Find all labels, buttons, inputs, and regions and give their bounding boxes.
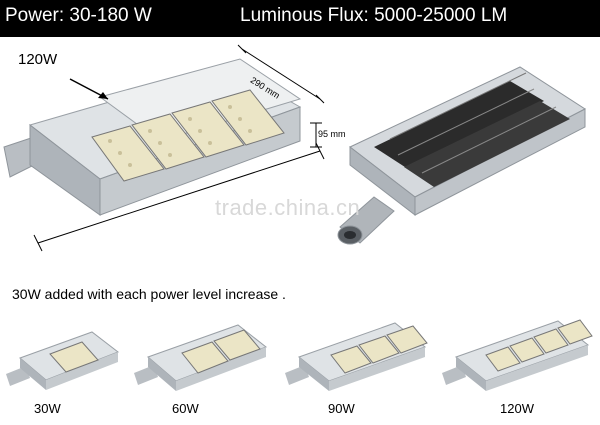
height-dimension-label: 95 mm (318, 129, 346, 139)
variant-120w-image (442, 319, 593, 391)
hero-lamp-back-image (337, 66, 586, 245)
luminous-flux-text: Luminous Flux: 5000-25000 LM (240, 5, 508, 26)
product-stage: 120W 290 mm 95 mm trade.china.cn 30W add… (0, 37, 600, 425)
variant-90w-label: 90W (328, 401, 355, 416)
power-range-text: Power: 30-180 W (5, 5, 152, 26)
variant-60w-image (134, 324, 268, 391)
variant-120w-label: 120W (500, 401, 534, 416)
led-modules (91, 89, 285, 182)
power-increase-caption: 30W added with each power level increase… (12, 286, 286, 302)
variant-60w-label: 60W (172, 401, 199, 416)
variant-30w-image (6, 331, 120, 390)
hero-wattage-label: 120W (18, 51, 58, 68)
variant-30w-label: 30W (34, 401, 61, 416)
heatsink-fins (374, 72, 570, 187)
watermark-text: trade.china.cn (215, 195, 361, 220)
header-banner: Power: 30-180 W Luminous Flux: 5000-2500… (0, 0, 600, 37)
hero-lamp-front-image (3, 44, 325, 252)
variant-90w-image (285, 322, 428, 391)
